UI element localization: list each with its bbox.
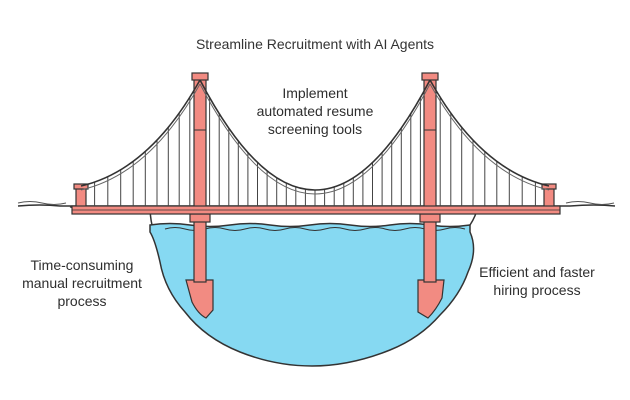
ground-wave-right (565, 201, 615, 205)
right-label: Efficient and faster hiring process (462, 263, 612, 299)
water-basin (149, 222, 475, 367)
right-tower (419, 72, 441, 283)
left-tower (189, 72, 211, 283)
right-pier-base (417, 279, 445, 319)
middle-label-line-1: Implement (282, 85, 348, 101)
middle-label-line-3: screening tools (267, 121, 363, 137)
middle-label-line-2: automated resume (256, 103, 374, 119)
main-cables (80, 79, 550, 195)
left-pier-base (185, 279, 214, 319)
suspender-cables (94, 97, 536, 206)
middle-label: Implement automated resume screening too… (235, 84, 395, 138)
left-label-line-2: manual recruitment (22, 275, 142, 291)
left-label-line-3: process (57, 293, 107, 309)
ground-wave-left (17, 201, 67, 205)
left-label-line-1: Time-consuming (30, 257, 134, 273)
water-surface (164, 227, 466, 231)
diagram-title: Streamline Recruitment with AI Agents (195, 36, 435, 52)
left-label: Time-consuming manual recruitment proces… (2, 256, 162, 310)
right-label-line-2: hiring process (493, 282, 581, 298)
right-label-line-1: Efficient and faster (479, 264, 595, 280)
